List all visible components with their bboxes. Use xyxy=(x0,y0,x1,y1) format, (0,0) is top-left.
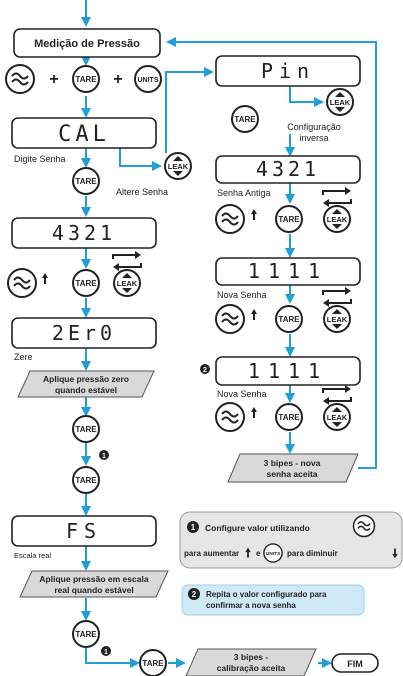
label-enter-password: Digite Senha xyxy=(14,154,66,164)
step-apply-full-scale: Aplique pressão em escala real quando es… xyxy=(19,570,169,598)
end-label: FIM xyxy=(347,659,363,669)
label-inverse-config-line2: inversa xyxy=(299,133,328,143)
display-1111-first: 1111 xyxy=(215,257,361,286)
step-apply-zero-line2: quando estável xyxy=(55,385,117,395)
tare-button-icon xyxy=(72,65,100,93)
note-2: 2 Repita o valor configurado para confir… xyxy=(181,584,365,616)
plus-sign: + xyxy=(49,71,58,88)
up-arrow-icon xyxy=(251,209,257,220)
tare-button-icon xyxy=(139,649,167,676)
display-pin-value: Pin xyxy=(261,59,315,83)
tare-button-icon xyxy=(275,305,303,333)
note-1-increase: para aumentar xyxy=(184,549,239,558)
tare-button-icon xyxy=(72,466,100,494)
display-4321-value: 4321 xyxy=(52,221,116,245)
wave-button-icon xyxy=(7,268,37,298)
display-zero-value: 2Er0 xyxy=(52,321,116,345)
label-new-password: Nova Senha xyxy=(217,290,267,300)
tare-button-icon xyxy=(275,205,303,233)
tare-button-icon xyxy=(275,403,303,431)
label-full-scale: Escala real xyxy=(14,551,51,560)
marker-one: 1 xyxy=(99,450,109,460)
marker-two: 2 xyxy=(200,364,210,374)
title-box: Medição de Pressão xyxy=(13,28,161,58)
note-1-and: e xyxy=(256,549,261,558)
display-4321-right-value: 4321 xyxy=(256,157,320,181)
leak-button-icon xyxy=(323,403,351,431)
display-fs-value: FS xyxy=(66,519,102,543)
display-1111-second-value: 1111 xyxy=(248,359,328,383)
connectors xyxy=(81,0,377,668)
display-zero: 2Er0 xyxy=(11,317,157,349)
tare-button-icon xyxy=(72,415,100,443)
label-new-password: Nova Senha xyxy=(217,389,267,399)
step-new-password-accepted: 3 bipes - nova senha aceita xyxy=(227,453,359,483)
cycle-icon xyxy=(322,384,352,406)
step-new-pwd-line1: 3 bipes - nova xyxy=(264,458,321,468)
label-old-password: Senha Antiga xyxy=(217,188,271,198)
step-calibration-line2: calibração aceita xyxy=(217,663,286,673)
step-calibration-accepted: 3 bipes - calibração aceita xyxy=(185,648,317,676)
leak-button-icon xyxy=(323,305,351,333)
display-4321-right: 4321 xyxy=(215,155,361,184)
svg-text:2: 2 xyxy=(203,367,207,374)
display-4321-left: 4321 xyxy=(11,217,157,249)
wave-button-icon xyxy=(352,514,376,538)
display-1111-first-value: 1111 xyxy=(248,259,328,283)
plus-sign: + xyxy=(113,71,122,88)
svg-text:1: 1 xyxy=(191,523,196,532)
wave-button-icon xyxy=(215,304,245,334)
note-2-line2: confirmar a nova senha xyxy=(206,601,296,610)
display-fs: FS xyxy=(11,515,157,547)
marker-one: 1 xyxy=(101,646,111,656)
units-button-icon xyxy=(263,543,283,563)
note-1-decrease: para diminuir xyxy=(287,549,338,558)
note-2-line1: Repita o valor configurado para xyxy=(206,590,327,599)
label-inverse-config-line1: Configuração xyxy=(287,122,341,132)
leak-button-icon xyxy=(326,88,354,116)
svg-text:1: 1 xyxy=(104,649,108,656)
wave-button-icon xyxy=(5,64,35,94)
step-apply-full-line1: Aplique pressão em escala xyxy=(39,574,148,584)
display-cal-value: CAL xyxy=(58,122,110,147)
leak-button-icon xyxy=(323,205,351,233)
label-change-password: Altere Senha xyxy=(116,187,168,197)
note-1: 1 Configure valor utilizando para aument… xyxy=(179,511,403,569)
display-1111-second: 1111 xyxy=(215,356,361,386)
display-cal: CAL xyxy=(11,117,157,149)
up-arrow-icon xyxy=(251,309,257,320)
tare-button-icon xyxy=(72,167,100,195)
units-button-icon xyxy=(134,65,162,93)
cycle-icon xyxy=(322,286,352,308)
step-calibration-line1: 3 bipes - xyxy=(234,652,269,662)
step-apply-zero: Aplique pressão zero quando estável xyxy=(17,370,155,398)
end-box: FIM xyxy=(331,653,379,673)
svg-text:1: 1 xyxy=(102,453,106,460)
step-apply-zero-line1: Aplique pressão zero xyxy=(43,374,129,384)
tare-button-icon xyxy=(231,105,259,133)
note-1-line1: Configure valor utilizando xyxy=(205,523,310,533)
leak-button-icon xyxy=(164,152,192,180)
start-keys: + + xyxy=(5,64,162,94)
display-pin: Pin xyxy=(215,55,361,87)
tare-button-icon xyxy=(72,620,100,648)
up-arrow-icon xyxy=(42,273,48,284)
up-arrow-icon xyxy=(251,407,257,418)
step-new-pwd-line2: senha aceita xyxy=(266,469,317,479)
cycle-icon xyxy=(112,250,142,272)
wave-button-icon xyxy=(215,402,245,432)
leak-button-icon xyxy=(113,269,141,297)
tare-button-icon xyxy=(72,269,100,297)
svg-text:2: 2 xyxy=(192,590,197,599)
label-zero: Zere xyxy=(14,352,33,362)
cycle-icon xyxy=(322,186,352,208)
title-text: Medição de Pressão xyxy=(34,38,140,50)
wave-button-icon xyxy=(215,204,245,234)
step-apply-full-line2: real quando estável xyxy=(54,585,133,595)
